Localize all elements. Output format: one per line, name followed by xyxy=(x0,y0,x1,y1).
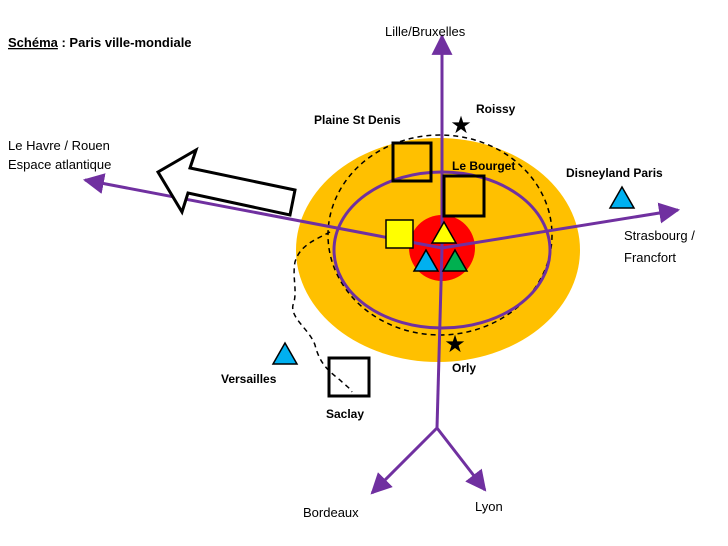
label-bordeaux: Bordeaux xyxy=(303,505,359,520)
orly-star-icon: ★ xyxy=(444,330,466,358)
label-east-2: Francfort xyxy=(624,250,676,265)
label-saclay: Saclay xyxy=(326,407,364,421)
diagram-title: Schéma : Paris ville-mondiale xyxy=(8,35,192,50)
label-east-1: Strasbourg / xyxy=(624,228,695,243)
la-defense-square xyxy=(385,219,414,249)
axis-east xyxy=(441,202,681,250)
label-le-bourget: Le Bourget xyxy=(452,159,515,173)
label-roissy: Roissy xyxy=(476,102,516,116)
atlantic-arrow xyxy=(155,146,297,217)
blue-triangle-center xyxy=(412,248,440,272)
label-north: Lille/Bruxelles xyxy=(385,24,466,39)
saclay-square xyxy=(327,356,371,398)
roissy-star-icon: ★ xyxy=(450,111,472,139)
title-prefix: Schéma xyxy=(8,35,59,50)
axis-south xyxy=(435,247,444,429)
label-disneyland: Disneyland Paris xyxy=(566,166,663,180)
label-orly: Orly xyxy=(452,361,476,375)
axis-south-west xyxy=(370,426,439,495)
axis-south-east xyxy=(435,427,487,492)
yellow-triangle xyxy=(430,220,458,244)
green-triangle xyxy=(441,248,469,272)
versailles-triangle xyxy=(271,341,299,365)
disneyland-triangle xyxy=(608,185,636,209)
le-bourget-square xyxy=(442,174,486,218)
versailles-saclay-path xyxy=(292,231,353,393)
label-west-2: Espace atlantique xyxy=(8,157,111,172)
label-lyon: Lyon xyxy=(475,499,503,514)
plaine-st-denis-square xyxy=(391,141,433,183)
label-west-1: Le Havre / Rouen xyxy=(8,138,110,153)
label-plaine-st-denis: Plaine St Denis xyxy=(314,113,401,127)
title-rest: : Paris ville-mondiale xyxy=(58,35,192,50)
label-versailles: Versailles xyxy=(221,372,277,386)
axis-west xyxy=(82,173,443,250)
